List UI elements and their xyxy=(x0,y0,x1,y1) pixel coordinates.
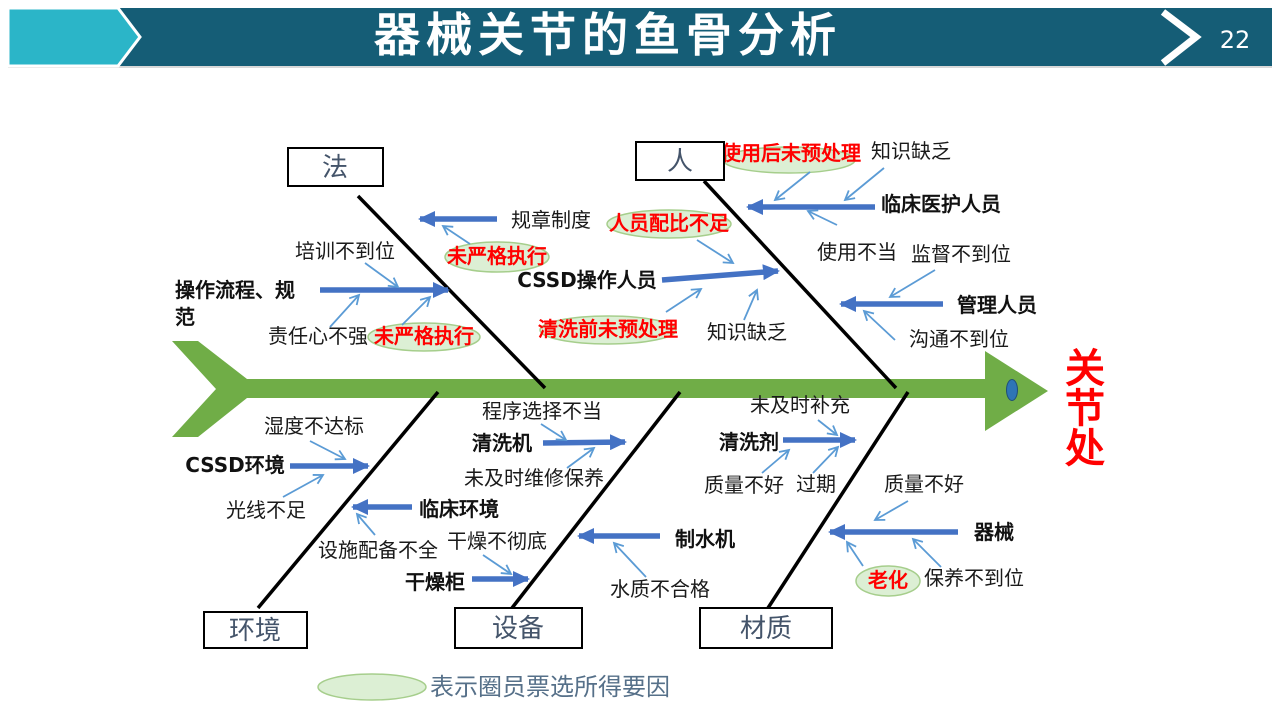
rib-people xyxy=(702,179,898,390)
highlight-ellipse-not-enforced-2 xyxy=(367,322,481,352)
cause-regulations: 规章制度 xyxy=(511,208,591,232)
thin-arrow-supervision xyxy=(888,269,936,298)
cause-no-pretreatment-after-use: 使用后未预处理 xyxy=(720,141,861,165)
cause-procedures-line2: 范 xyxy=(175,305,195,329)
category-label-law: 法 xyxy=(322,153,348,183)
category-label-equipment: 设备 xyxy=(492,614,544,644)
cause-not-enforced-1: 未严格执行 xyxy=(447,244,547,268)
cause-light: 光线不足 xyxy=(226,498,306,522)
cause-knowledge-1: 知识缺乏 xyxy=(871,139,951,163)
category-label-material: 材质 xyxy=(740,614,792,644)
cause-quality-2: 质量不好 xyxy=(884,472,964,496)
cause-drying-incomplete: 干燥不彻底 xyxy=(447,529,547,553)
arrow-cssd-operators xyxy=(661,264,780,283)
category-box-material xyxy=(699,607,833,649)
cause-refill: 未及时补充 xyxy=(750,393,850,417)
cause-washer: 清洗机 xyxy=(472,431,532,455)
category-label-people: 人 xyxy=(667,147,693,177)
category-box-environment xyxy=(203,611,308,649)
thin-arrow-quality-1 xyxy=(761,448,791,474)
cause-communication: 沟通不到位 xyxy=(909,327,1009,351)
rib-environment xyxy=(256,390,440,610)
thin-arrow-no-pretreatment-after-use xyxy=(773,171,811,202)
page-number: 22 xyxy=(1220,26,1251,54)
cause-facilities: 设施配备不全 xyxy=(318,538,438,562)
highlight-ellipse-staff-ratio xyxy=(606,209,732,239)
category-box-people xyxy=(635,141,725,181)
thin-arrow-quality-2 xyxy=(873,500,909,521)
thin-arrow-program xyxy=(540,423,568,441)
cause-clinical-environment: 临床环境 xyxy=(419,497,499,521)
highlight-ellipse-not-enforced-1 xyxy=(444,241,550,273)
cause-water-quality: 水质不合格 xyxy=(610,577,710,601)
cause-drying-cabinet: 干燥柜 xyxy=(405,570,465,594)
effect-label-char1: 关 xyxy=(1065,346,1105,392)
rib-equipment xyxy=(510,390,682,610)
spine-arrow xyxy=(172,341,1048,437)
thin-arrow-no-pretreatment-before-cleaning xyxy=(665,287,703,313)
cause-knowledge-2: 知识缺乏 xyxy=(707,320,787,344)
category-label-environment: 环境 xyxy=(229,616,281,646)
thin-arrow-drying-incomplete xyxy=(482,554,513,576)
legend-label: 表示圈员票选所得要因 xyxy=(430,673,670,701)
header-bar xyxy=(112,8,1272,66)
cause-detergent: 清洗剂 xyxy=(719,430,779,454)
cause-improper-use: 使用不当 xyxy=(817,240,897,264)
category-box-law xyxy=(287,147,384,187)
header-chevron-icon xyxy=(6,6,142,68)
cause-not-enforced-2: 未严格执行 xyxy=(374,324,474,348)
thin-arrow-light xyxy=(282,474,325,498)
legend-ellipse xyxy=(317,673,427,701)
thin-arrow-knowledge-1 xyxy=(843,167,885,202)
cause-responsibility: 责任心不强 xyxy=(268,324,368,348)
thin-arrow-facilities xyxy=(355,512,376,536)
thin-arrow-improper-use xyxy=(806,209,838,226)
spine-dot xyxy=(1006,379,1018,401)
header-shadow xyxy=(8,66,1272,68)
cause-procedures-line1: 操作流程、规 xyxy=(175,278,295,302)
thin-arrow-refill xyxy=(817,419,839,437)
cause-cssd-operators: CSSD操作人员 xyxy=(517,268,657,292)
cause-clinical-staff: 临床医护人员 xyxy=(881,192,1001,216)
thin-arrow-communication xyxy=(862,309,896,341)
cause-quality-1: 质量不好 xyxy=(704,473,784,497)
cause-no-pretreatment-before-cleaning: 清洗前未预处理 xyxy=(538,317,678,341)
cause-instruments: 器械 xyxy=(973,520,1014,544)
effect-label-char3: 处 xyxy=(1065,426,1105,472)
thin-arrow-maintenance-untimely xyxy=(566,446,596,469)
thin-arrow-water-quality xyxy=(612,541,647,578)
thin-arrow-expired xyxy=(812,445,840,474)
cause-supervision: 监督不到位 xyxy=(911,242,1011,266)
cause-cssd-environment: CSSD环境 xyxy=(185,453,285,477)
category-box-equipment xyxy=(454,607,583,649)
cause-program: 程序选择不当 xyxy=(482,399,602,423)
thin-arrow-training xyxy=(364,262,400,289)
effect-label-char2: 节 xyxy=(1065,386,1105,432)
thin-arrow-knowledge-2 xyxy=(743,288,759,321)
cause-expired: 过期 xyxy=(796,472,836,496)
highlight-ellipse-aging xyxy=(855,565,921,597)
thin-arrow-not-enforced-1 xyxy=(441,224,471,245)
cause-training: 培训不到位 xyxy=(295,239,395,263)
thin-arrow-not-enforced-2 xyxy=(401,295,432,326)
thin-arrow-humidity xyxy=(309,440,347,461)
cause-maintenance-untimely: 未及时维修保养 xyxy=(464,466,604,490)
rib-material xyxy=(766,391,910,609)
cause-aging: 老化 xyxy=(868,568,908,592)
cause-maintenance-inadequate: 保养不到位 xyxy=(924,566,1024,590)
cause-managers: 管理人员 xyxy=(957,293,1037,317)
page-title: 器械关节的鱼骨分析 xyxy=(374,8,842,62)
arrow-washer xyxy=(542,434,627,451)
thin-arrow-maintenance-inadequate xyxy=(911,537,942,568)
thin-arrow-staff-ratio xyxy=(696,239,735,264)
thin-arrow-responsibility xyxy=(329,293,361,328)
cause-water-machine: 制水机 xyxy=(675,527,735,551)
cause-staff-ratio: 人员配比不足 xyxy=(609,211,730,235)
highlight-ellipse-no-pretreatment-before-cleaning xyxy=(539,315,677,345)
cause-humidity: 湿度不达标 xyxy=(264,414,364,438)
thin-arrow-aging xyxy=(845,540,864,567)
rib-law xyxy=(356,194,547,390)
separator-chevron-icon xyxy=(1160,9,1202,66)
